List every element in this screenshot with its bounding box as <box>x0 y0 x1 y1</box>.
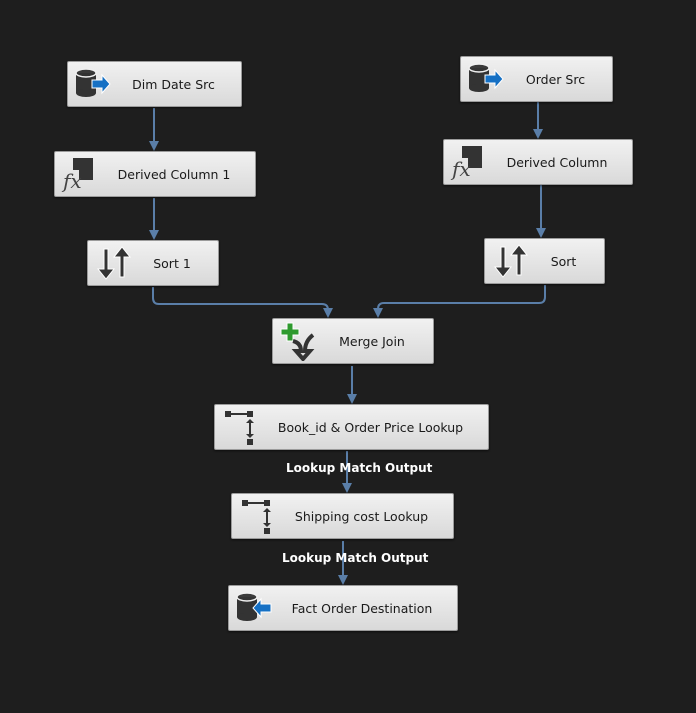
transform-shipping-cost-lookup[interactable]: Shipping cost Lookup <box>231 493 454 539</box>
transform-sort-1[interactable]: Sort 1 <box>87 240 219 286</box>
lookup-icon <box>219 407 259 447</box>
node-label: Merge Join <box>339 333 405 349</box>
node-label: Dim Date Src <box>132 76 215 92</box>
derived-column-icon: fx <box>448 142 488 182</box>
sort-icon <box>489 241 529 281</box>
source-icon <box>465 59 505 99</box>
path-label-lookup-match-output[interactable]: Lookup Match Output <box>286 461 433 475</box>
sort-icon <box>92 243 132 283</box>
node-label: Shipping cost Lookup <box>294 508 429 524</box>
transform-merge-join[interactable]: Merge Join <box>272 318 434 364</box>
source-icon <box>72 64 112 104</box>
transform-book-id-order-price-lookup[interactable]: Book_id & Order Price Lookup <box>214 404 489 450</box>
node-label: Order Src <box>525 71 586 87</box>
path-label-lookup-match-output[interactable]: Lookup Match Output <box>282 551 429 565</box>
svg-text:fx: fx <box>61 169 82 193</box>
lookup-icon <box>236 496 276 536</box>
path-sort-to-merge-join[interactable] <box>373 285 546 318</box>
destination-icon <box>233 588 273 628</box>
node-label: Sort 1 <box>153 255 191 271</box>
source-order-src[interactable]: Order Src <box>460 56 613 102</box>
transform-sort[interactable]: Sort <box>484 238 605 284</box>
derived-column-icon: fx <box>59 154 99 194</box>
path-sort-1-to-merge-join[interactable] <box>152 287 333 318</box>
node-label: Book_id & Order Price Lookup <box>277 419 464 435</box>
transform-derived-column[interactable]: fx Derived Column <box>443 139 633 185</box>
node-label: Derived Column <box>506 154 608 170</box>
node-label: Fact Order Destination <box>291 600 433 616</box>
node-label: Derived Column 1 <box>117 166 231 182</box>
svg-text:fx: fx <box>450 157 471 181</box>
transform-derived-column-1[interactable]: fx Derived Column 1 <box>54 151 256 197</box>
source-dim-date-src[interactable]: Dim Date Src <box>67 61 242 107</box>
node-label: Sort <box>550 253 577 269</box>
destination-fact-order[interactable]: Fact Order Destination <box>228 585 458 631</box>
merge-join-icon <box>277 321 317 361</box>
